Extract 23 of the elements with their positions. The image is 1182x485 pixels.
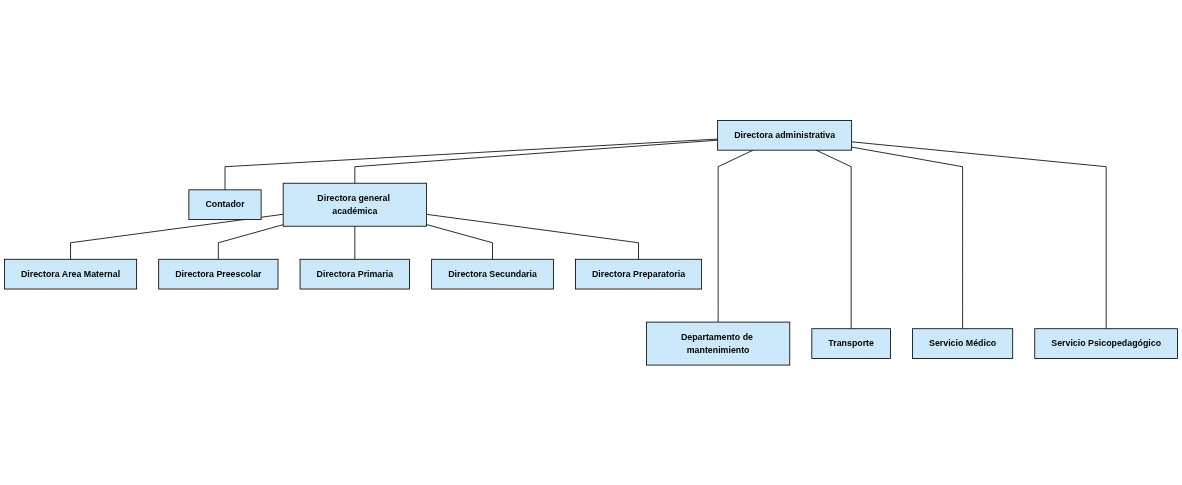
connector: [224, 138, 719, 190]
node-box: Directora Preescolar: [158, 258, 279, 290]
connector: [426, 213, 639, 260]
connector: [851, 141, 1107, 329]
connector: [354, 139, 719, 184]
node-box: Transporte: [811, 328, 891, 359]
connector: [354, 225, 356, 260]
connector: [70, 213, 284, 260]
node-box: Contador: [188, 189, 262, 220]
connector: [815, 149, 852, 329]
connector: [426, 223, 493, 260]
connector: [217, 224, 284, 260]
node-box: Servicio Médico: [912, 328, 1014, 359]
connector: [717, 149, 754, 323]
node-box: Directora Area Maternal: [4, 258, 138, 290]
node-box: Directora Preparatoria: [575, 258, 703, 290]
connector: [851, 146, 963, 329]
node-box: Directora general académica: [282, 182, 427, 227]
node-box: Servicio Psicopedagógico: [1034, 328, 1178, 359]
node-box: Directora Secundaria: [431, 258, 554, 290]
node-box: Directora administrativa: [717, 119, 853, 151]
node-box: Departamento de mantenimiento: [646, 321, 791, 366]
node-box: Directora Primaria: [299, 258, 410, 290]
